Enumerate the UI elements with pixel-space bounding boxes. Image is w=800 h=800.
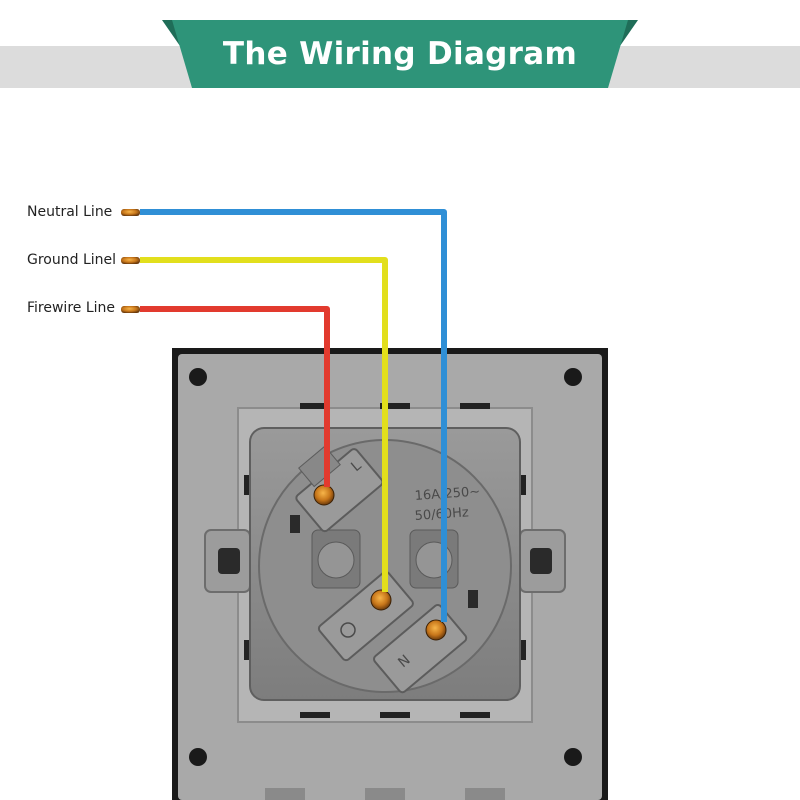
header-banner-shape bbox=[162, 20, 638, 88]
ground-wire-tip bbox=[121, 257, 140, 264]
mounting-hole bbox=[189, 748, 207, 766]
mounting-hole bbox=[564, 368, 582, 386]
neutral-line-label: Neutral Line bbox=[27, 204, 113, 220]
neutral-wire bbox=[140, 209, 447, 622]
mounting-hole bbox=[189, 368, 207, 386]
neutral-screw bbox=[425, 619, 447, 641]
ground-wire bbox=[140, 257, 388, 592]
firewire-wire bbox=[140, 306, 330, 487]
mounting-hole bbox=[564, 748, 582, 766]
firewire-wire-tip bbox=[121, 306, 140, 313]
ground-screw bbox=[370, 589, 392, 611]
live-screw bbox=[313, 484, 335, 506]
page-title: The Wiring Diagram bbox=[222, 36, 578, 72]
side-clamp-right bbox=[519, 529, 566, 593]
side-clamp-left bbox=[204, 529, 251, 593]
firewire-line-label: Firewire Line bbox=[27, 300, 116, 316]
neutral-wire-tip bbox=[121, 209, 140, 216]
ground-line-label: Ground Linel bbox=[27, 252, 117, 268]
pin-hole bbox=[317, 541, 355, 579]
rating-line-1: 16A/250~ bbox=[414, 484, 480, 504]
